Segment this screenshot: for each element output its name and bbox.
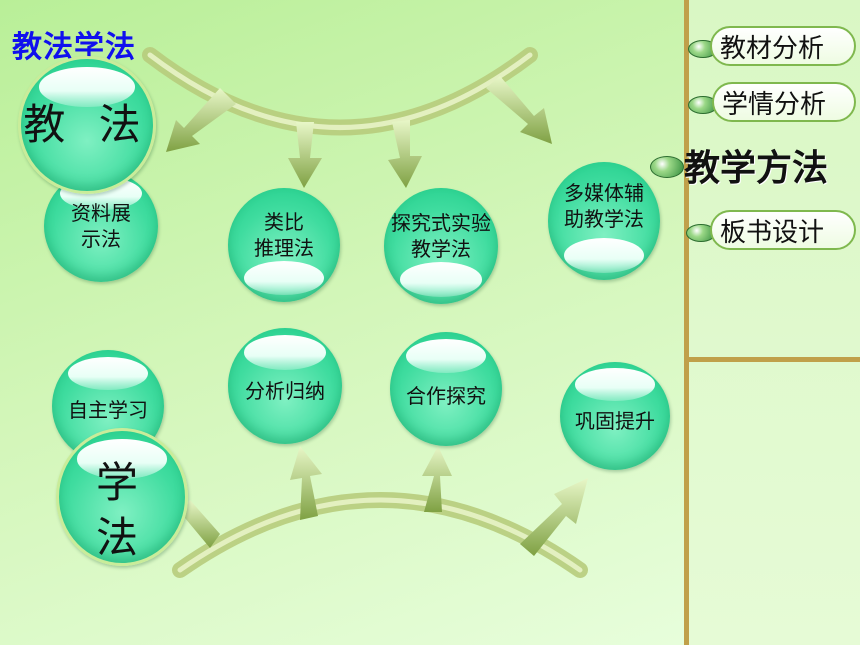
teaching-label: 教 法 [23,99,151,149]
method-label: 多媒体辅 助教学法 [564,181,644,231]
arrow-to-inquiry [388,120,422,188]
arrow-to-analogy [288,122,322,188]
nav-teaching-method[interactable]: 教学方法 [676,140,860,190]
method-multimedia: 多媒体辅 助教学法 [548,162,660,280]
method-label: 探究式实验 教学法 [391,211,491,261]
arrow-to-multimedia [486,76,552,144]
arrows-layer [142,47,588,578]
sidebar-divider-vertical [684,0,689,645]
bullet-icon [650,156,684,178]
nav-textbook-analysis[interactable]: 教材分析 [710,26,856,66]
method-label: 类比 推理法 [254,210,314,260]
method-analysis-induction: 分析归纳 [228,328,342,444]
arrow-to-consolidation [520,478,588,556]
teaching-method-ball: 教 法 [18,56,156,194]
method-analogy-reasoning: 类比 推理法 [228,188,340,302]
method-label: 资料展 示法 [71,201,131,251]
sidebar-divider-horizontal [684,357,860,362]
method-consolidation: 巩固提升 [560,362,670,470]
method-label: 自主学习 [68,398,148,422]
sidebar-nav: 教材分析 学情分析 教学方法 板书设计 [650,0,860,645]
method-cooperative-inquiry: 合作探究 [390,332,502,446]
method-label: 分析归纳 [245,379,325,403]
nav-student-analysis[interactable]: 学情分析 [712,82,856,122]
method-label: 巩固提升 [575,409,655,433]
arrow-from-learning [180,500,220,548]
nav-label: 板书设计 [720,217,825,248]
arrow-to-induction [290,446,322,520]
learning-label: 学 法 [95,458,148,562]
nav-label: 教学方法 [684,147,829,189]
nav-label: 学情分析 [722,89,827,120]
arrow-to-material [166,88,236,152]
learning-method-ball: 学 法 [56,428,188,566]
main-canvas: 教法学法 资料展 示法 教 法 类比 推理法 探究式实验 教学法 多媒体辅 助教… [12,30,670,578]
method-inquiry-experiment: 探究式实验 教学法 [384,188,498,304]
nav-board-design[interactable]: 板书设计 [710,210,856,250]
method-label: 合作探究 [406,384,486,408]
nav-label: 教材分析 [720,33,825,64]
arrow-to-cooperation [422,446,452,512]
